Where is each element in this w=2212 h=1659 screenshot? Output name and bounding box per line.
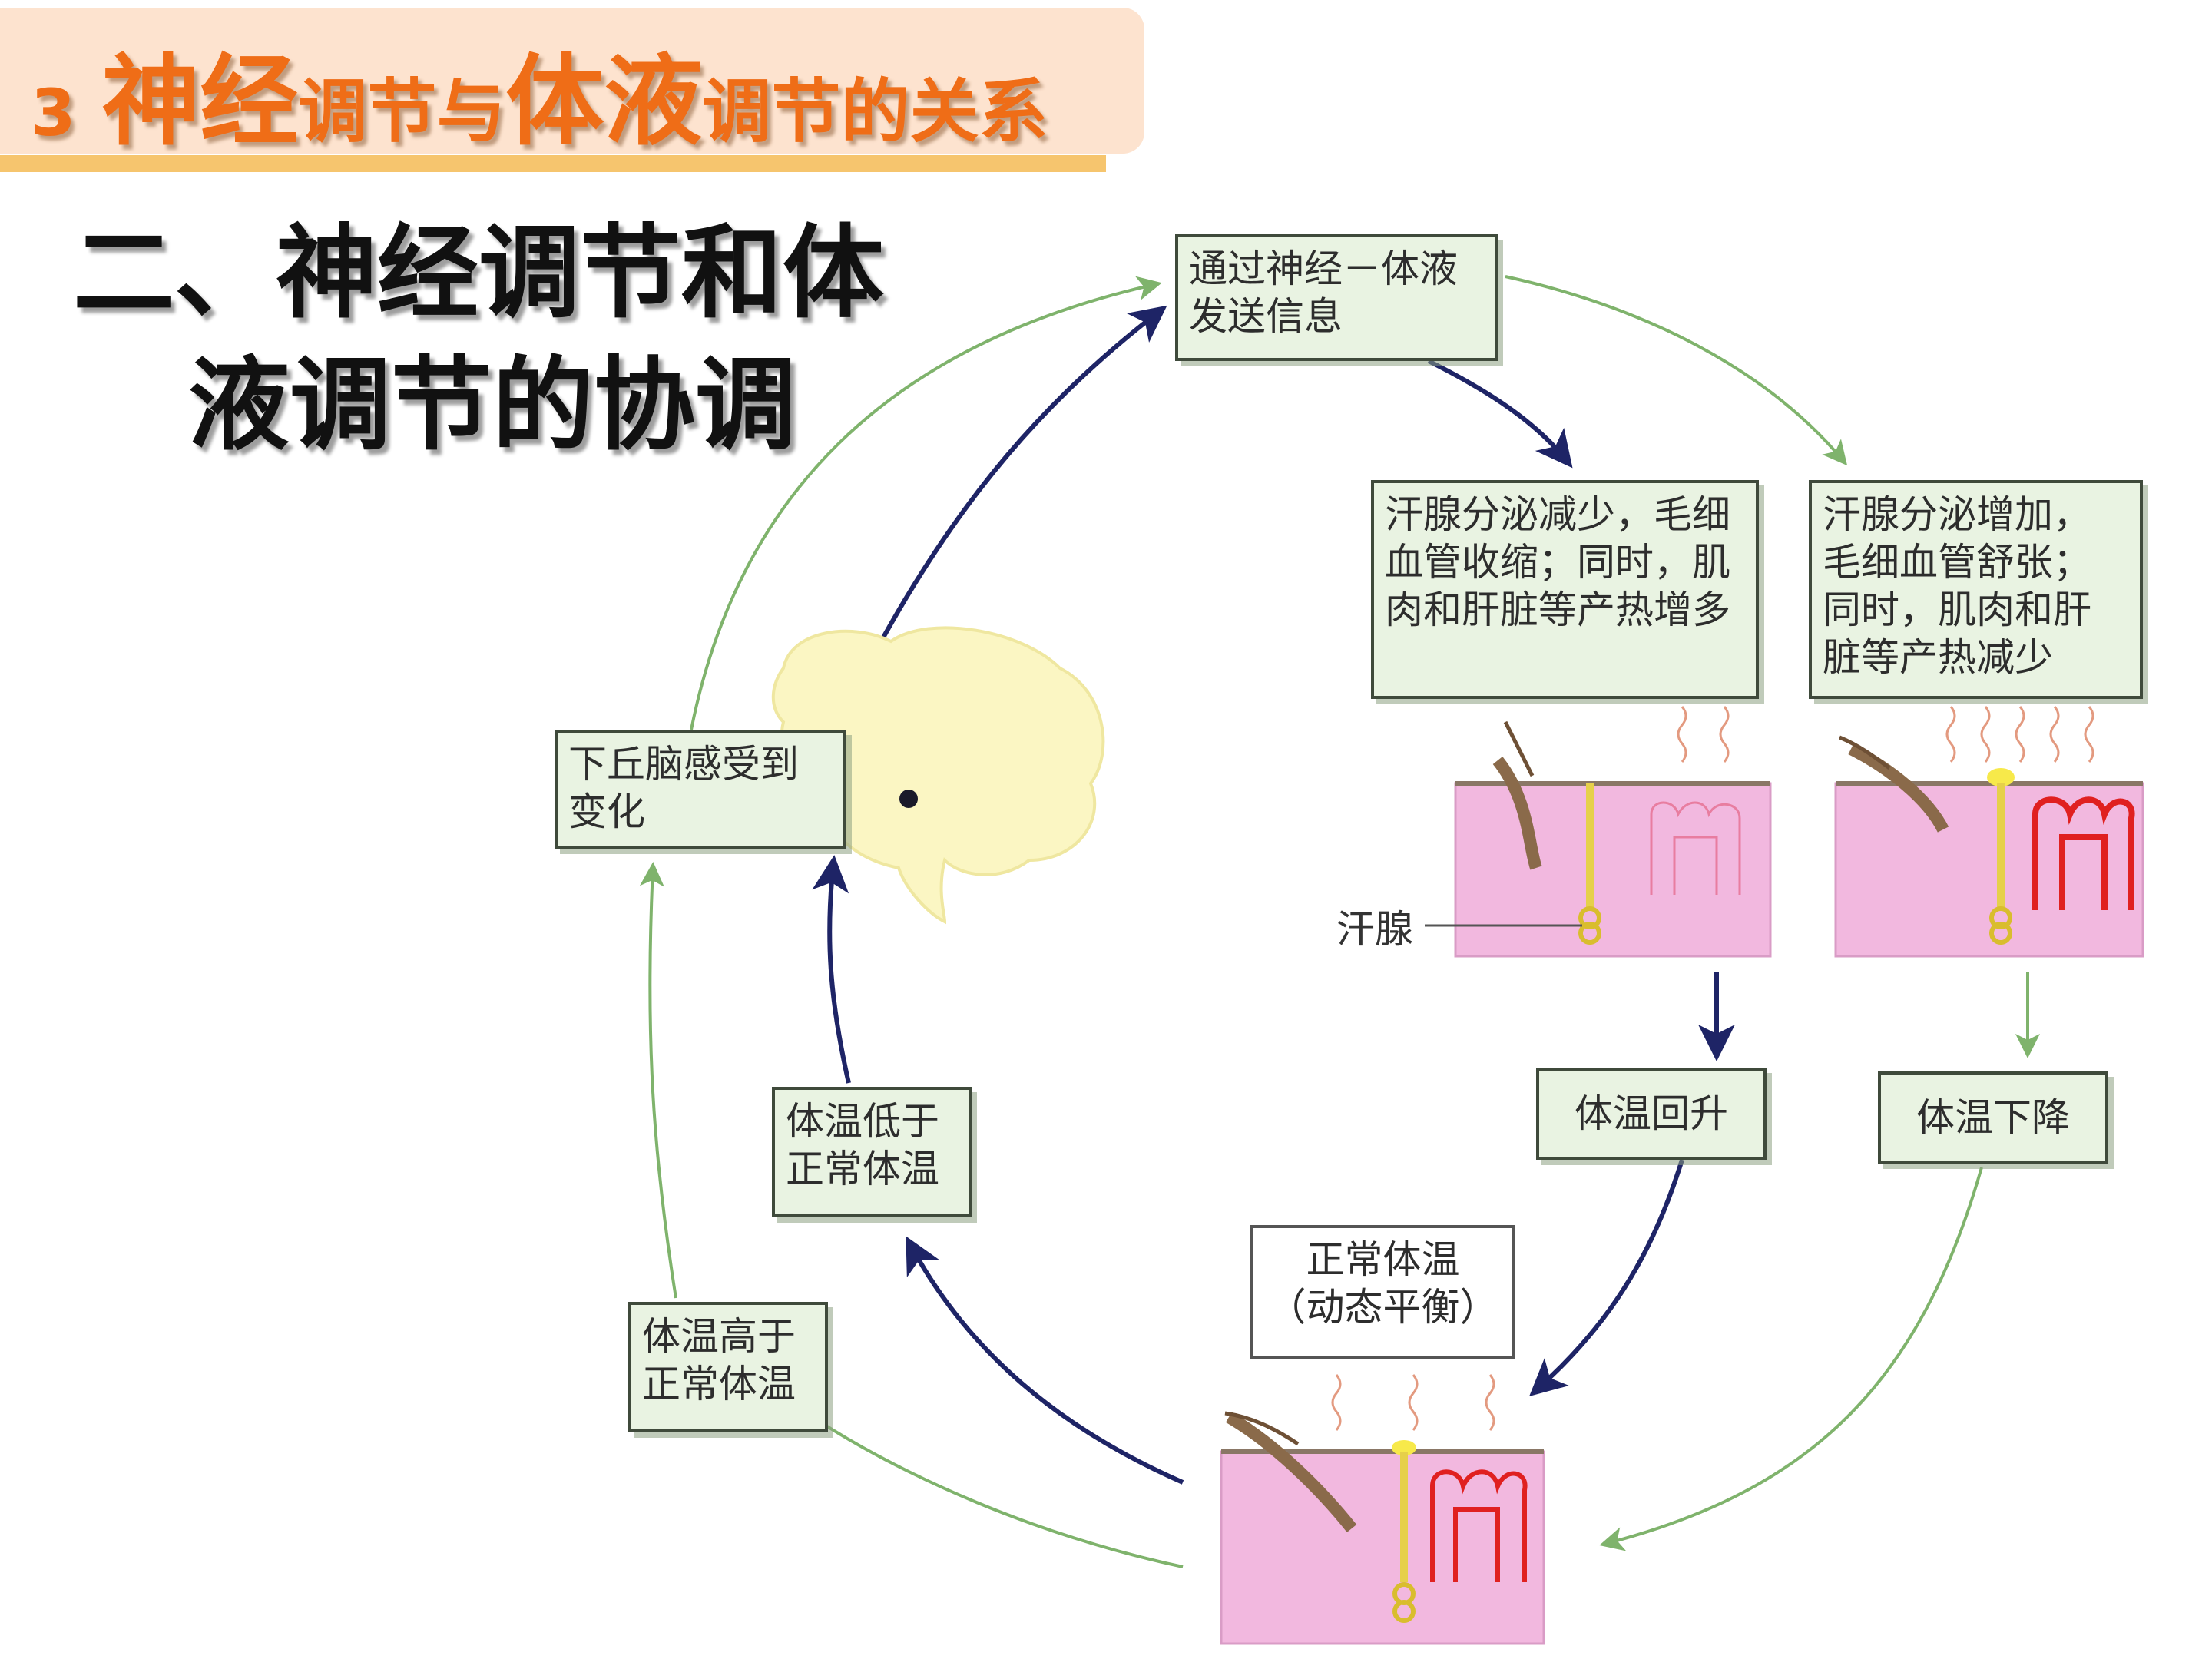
box-hot-response: 汗腺分泌增加，毛细血管舒张；同时，肌肉和肝脏等产热减少 <box>1809 480 2143 699</box>
box-cold-response: 汗腺分泌减少，毛细血管收缩；同时，肌肉和肝脏等产热增多 <box>1371 480 1759 699</box>
normal-temp-line-1: 正常体温 <box>1306 1237 1460 1282</box>
arrow-hypothalamus-to-send-inner <box>881 305 1167 639</box>
sweat-gland-label: 汗腺 <box>1336 907 1413 952</box>
title-part-2: 调节与 <box>298 71 506 152</box>
slide-title: 3 神经 调节与 体液 调节的关系 <box>31 22 1048 159</box>
arrow-below-to-hypothalamus <box>812 855 851 1084</box>
box-temp-falls: 体温下降 <box>1878 1071 2108 1164</box>
skin-normal-illustration <box>1220 1374 1545 1645</box>
arrow-above-to-hypothalamus <box>639 862 677 1299</box>
title-banner <box>0 8 1144 154</box>
title-number: 3 <box>31 75 76 151</box>
section-heading: 二、神经调节和体 液调节的协调 <box>73 207 995 472</box>
arrow-normal-to-below <box>906 1236 1184 1485</box>
arrow-falls-to-normal <box>1599 1167 1983 1551</box>
box-normal-temp: 正常体温 （动态平衡） <box>1250 1225 1515 1359</box>
skin-hot-illustration <box>1834 706 2144 958</box>
arrow-hypothalamus-to-send-outer <box>690 276 1162 730</box>
title-part-3: 体液 <box>505 45 703 159</box>
arrow-hot-to-hypothalamus <box>763 1378 1184 1568</box>
hypothalamus-dot <box>899 790 918 808</box>
box-below-normal: 体温低于正常体温 <box>772 1087 972 1217</box>
box-hypothalamus: 下丘脑感受到变化 <box>555 730 846 849</box>
section-heading-line-1: 二、神经调节和体 <box>73 214 884 333</box>
box-temp-rises: 体温回升 <box>1536 1068 1767 1160</box>
box-above-normal: 体温高于正常体温 <box>628 1302 828 1432</box>
skin-cold-illustration <box>1425 706 1772 958</box>
box-send-info: 通过神经－体液发送信息 <box>1175 234 1498 361</box>
arrow-send-to-cold-response <box>1427 359 1573 469</box>
section-heading-line-2: 液调节的协调 <box>188 346 796 465</box>
arrow-rises-to-normal <box>1529 1159 1684 1396</box>
normal-temp-line-2: （动态平衡） <box>1267 1285 1498 1330</box>
title-underline <box>0 155 1106 172</box>
title-part-1: 神经 <box>101 45 299 159</box>
title-part-4: 调节的关系 <box>702 71 1048 152</box>
arrow-send-to-hot-response <box>1505 275 1848 466</box>
